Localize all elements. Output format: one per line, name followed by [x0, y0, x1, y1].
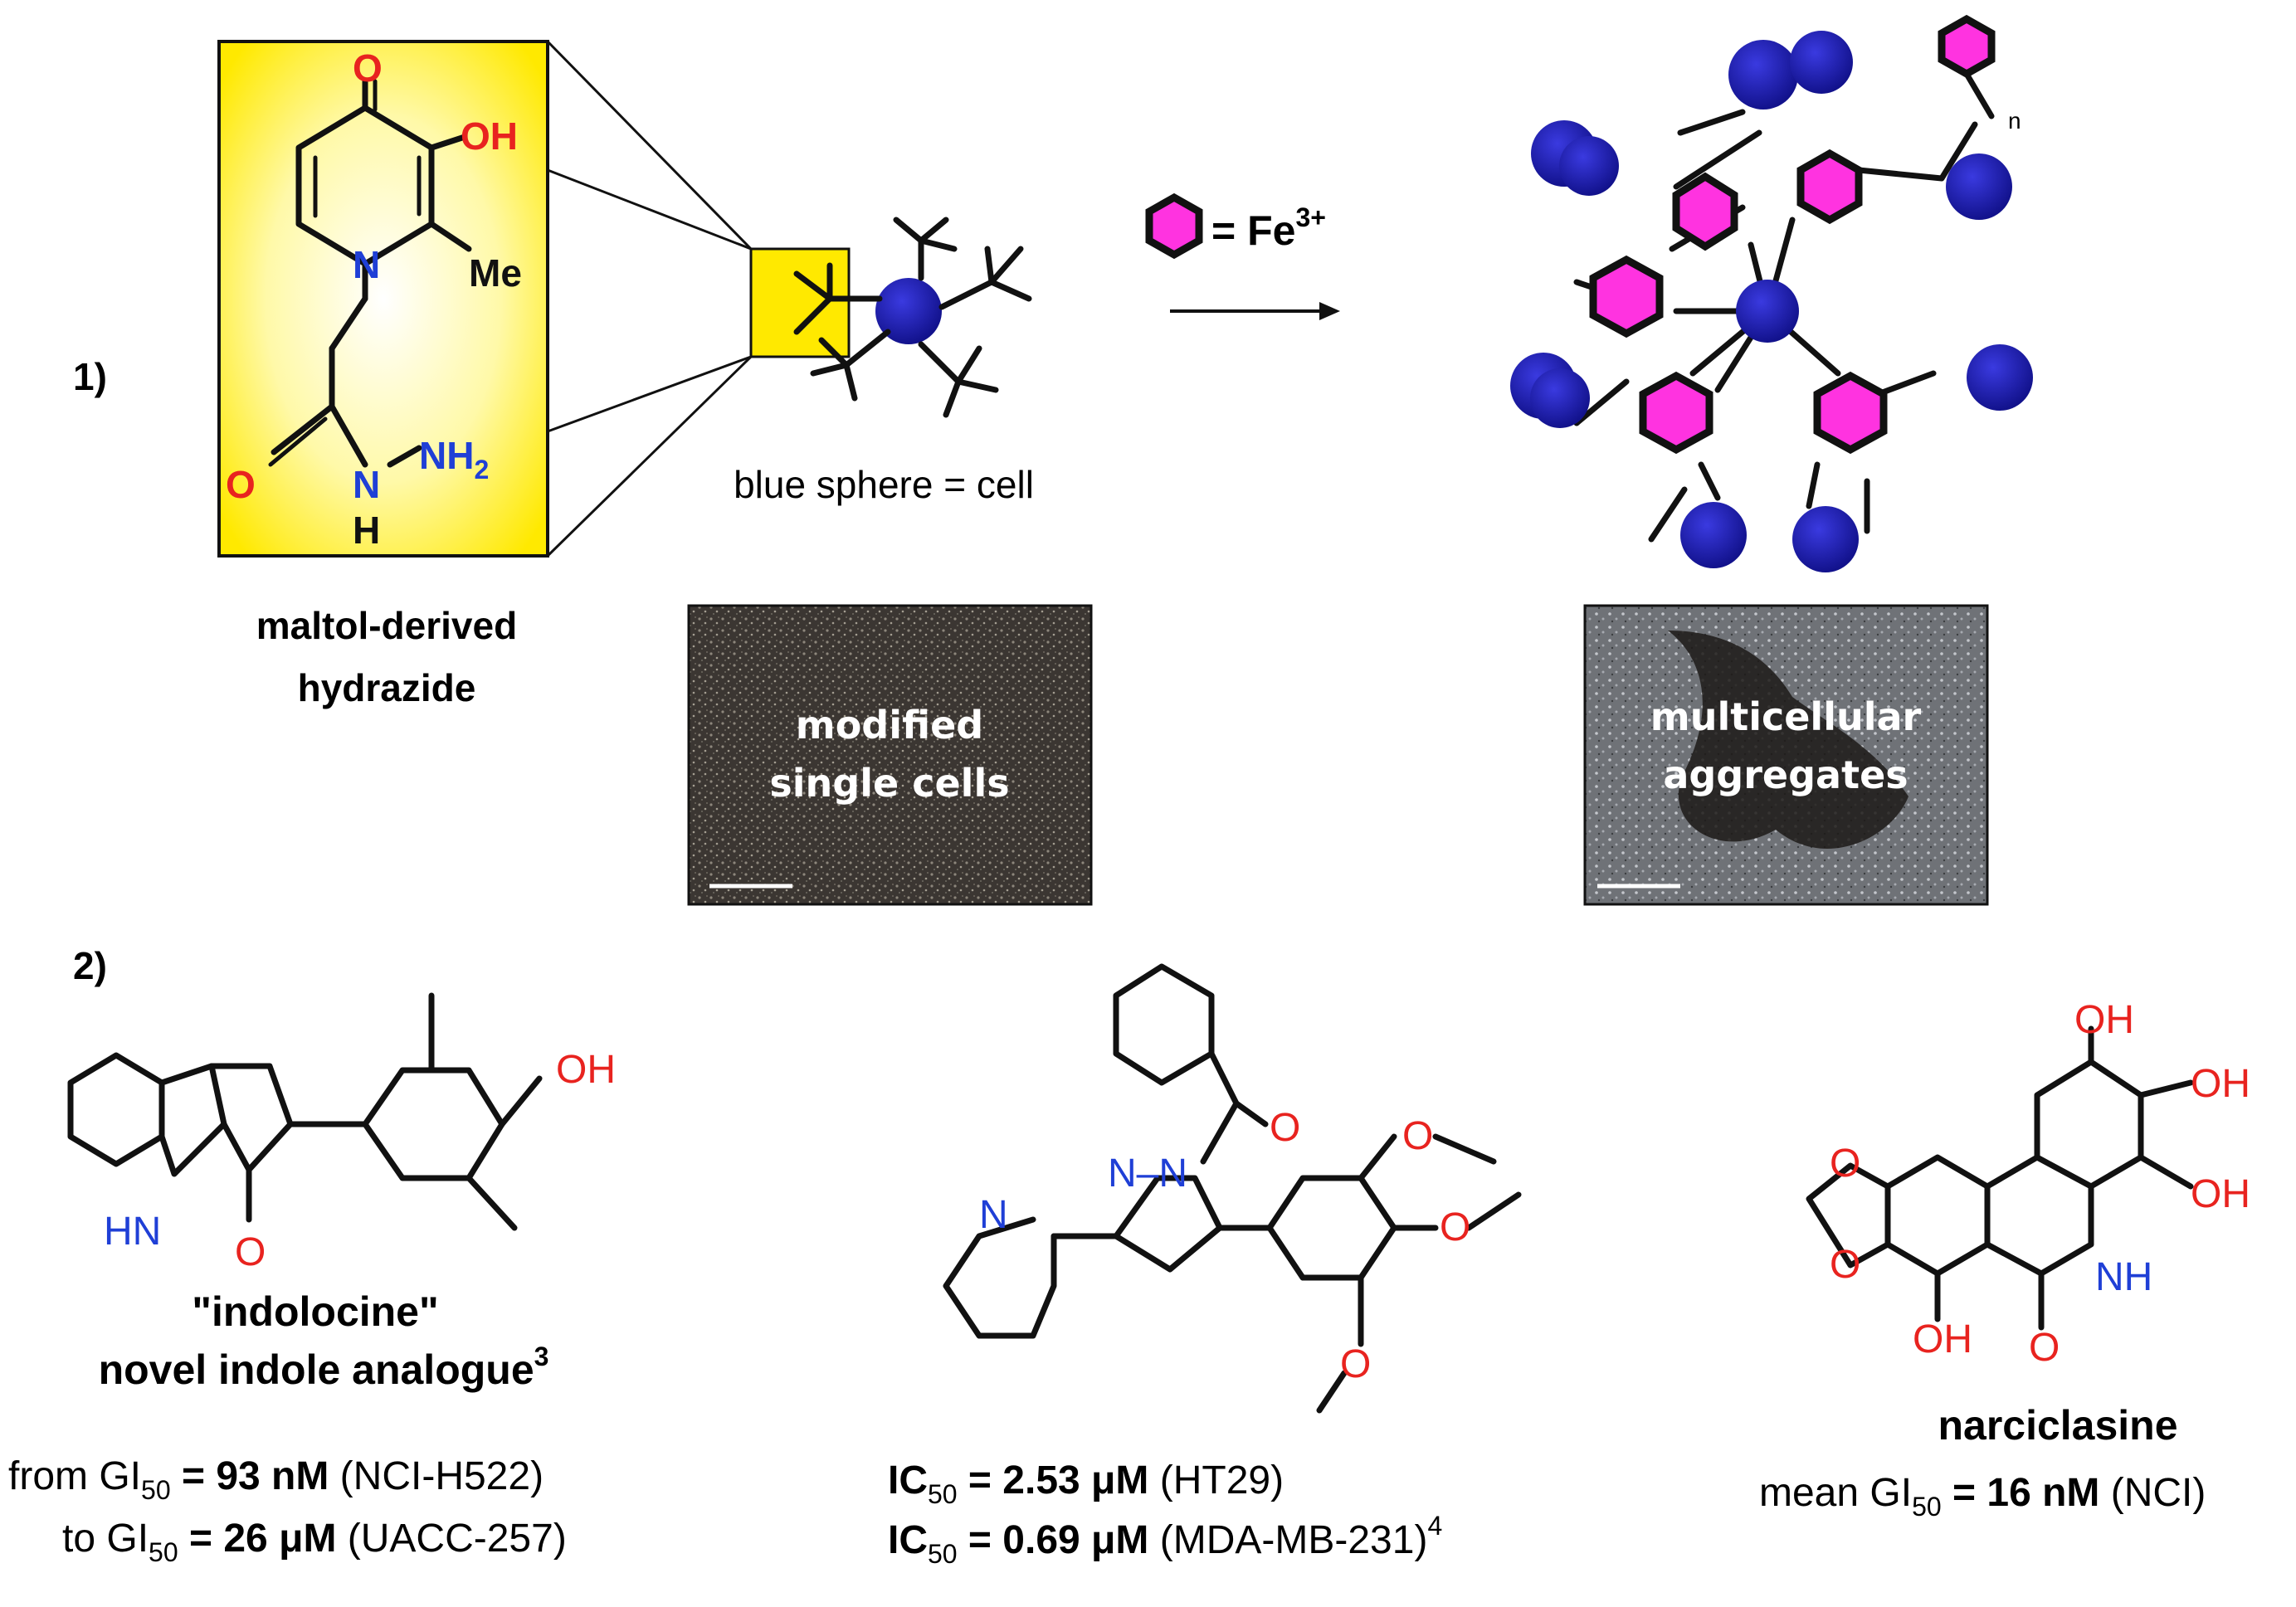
narciclasine-atom-o-amide: O	[2029, 1326, 2060, 1370]
fe-ring-3	[1589, 255, 1664, 338]
atom-n-amide: N	[353, 463, 380, 506]
indolocine-title: "indolocine"	[192, 1288, 438, 1335]
narciclasine-atom-o-b: O	[1830, 1243, 1860, 1287]
pyrazoline-atom-o1: O	[1402, 1114, 1433, 1158]
indolocine-gi50-line1: from GI50 = 93 nM (NCI-H522)	[8, 1454, 544, 1505]
indolocine-structure: OH HN O	[67, 992, 616, 1274]
pyrazoline-atom-n-pyridine: N	[979, 1193, 1008, 1237]
pyrazoline-atom-nn: N–N	[1108, 1152, 1187, 1196]
fe-ring-5	[1813, 371, 1888, 455]
pyrazoline-ic50-line1: IC50 = 2.53 μM (HT29)	[888, 1458, 1284, 1509]
atom-nh2: NH2	[419, 434, 489, 485]
pyrazoline-atom-o2: O	[1440, 1205, 1470, 1249]
indolocine-atom-oh: OH	[556, 1048, 616, 1092]
indolocine-subtitle: novel indole analogue3	[99, 1342, 549, 1393]
narciclasine-atom-o-a: O	[1830, 1142, 1860, 1186]
atom-oh: OH	[461, 114, 518, 158]
atom-n-ring: N	[353, 243, 380, 286]
modified-cell-icon	[749, 217, 1032, 418]
photo-aggregates: multicellular aggregates	[1583, 604, 1989, 906]
narciclasine-atom-oh1: OH	[2074, 998, 2134, 1042]
atom-me: Me	[469, 251, 522, 295]
photo-left-line2: single cells	[769, 761, 1009, 806]
photo-right-line1: multicellular	[1650, 694, 1922, 739]
narciclasine-atom-nh: NH	[2095, 1255, 2152, 1299]
indolocine-gi50-line2: to GI50 = 26 μM (UACC-257)	[62, 1517, 567, 1567]
reaction-arrow	[1170, 302, 1340, 320]
atom-o-keto: O	[353, 46, 383, 90]
hydrazide-caption-line1: maltol-derived	[256, 604, 517, 647]
indolocine-atom-o: O	[235, 1230, 266, 1274]
section-1-label: 1)	[73, 355, 107, 398]
section-2-label: 2)	[73, 944, 107, 987]
fe-ring-1	[1672, 172, 1738, 251]
polymer-subscript: n	[2008, 108, 2021, 134]
photo-right-line2: aggregates	[1663, 752, 1908, 797]
photo-single-cells: modified single cells	[687, 604, 1093, 906]
pyrazoline-atom-o3: O	[1340, 1342, 1371, 1386]
pyrazoline-ic50-line2: IC50 = 0.69 μM (MDA-MB-231)4	[888, 1511, 1442, 1569]
atom-o-amide: O	[226, 463, 256, 506]
atom-h: H	[353, 509, 380, 552]
hydrazide-caption-line2: hydrazide	[298, 666, 476, 709]
fe-hexagon-icon	[1145, 192, 1203, 260]
zoom-lines	[546, 40, 753, 558]
indolocine-atom-hn: HN	[104, 1210, 161, 1254]
maltol-hydrazide-structure: O OH N Me O N H NH2	[217, 40, 549, 558]
fe-ring-6	[1938, 14, 1996, 79]
narciclasine-atom-oh3: OH	[2191, 1172, 2250, 1216]
narciclasine-atom-oh4: OH	[1913, 1317, 1972, 1361]
fe-ring-2	[1796, 149, 1863, 225]
pyrazoline-structure: O N–N N O O O	[943, 963, 1522, 1414]
cell-legend: blue sphere = cell	[734, 463, 1034, 506]
fe-legend: = Fe3+	[1211, 202, 1326, 254]
narciclasine-gi50: mean GI50 = 16 nM (NCI)	[1759, 1471, 2206, 1522]
cell-aggregate-network: n	[1510, 14, 2033, 572]
narciclasine-atom-oh2: OH	[2191, 1062, 2250, 1106]
pyrazoline-atom-o-carbonyl: O	[1270, 1106, 1300, 1150]
fe-ring-4	[1639, 371, 1713, 455]
narciclasine-title: narciclasine	[1938, 1402, 2177, 1449]
narciclasine-structure: OH OH OH NH O OH O O	[1806, 998, 2250, 1370]
photo-left-line1: modified	[796, 703, 983, 747]
